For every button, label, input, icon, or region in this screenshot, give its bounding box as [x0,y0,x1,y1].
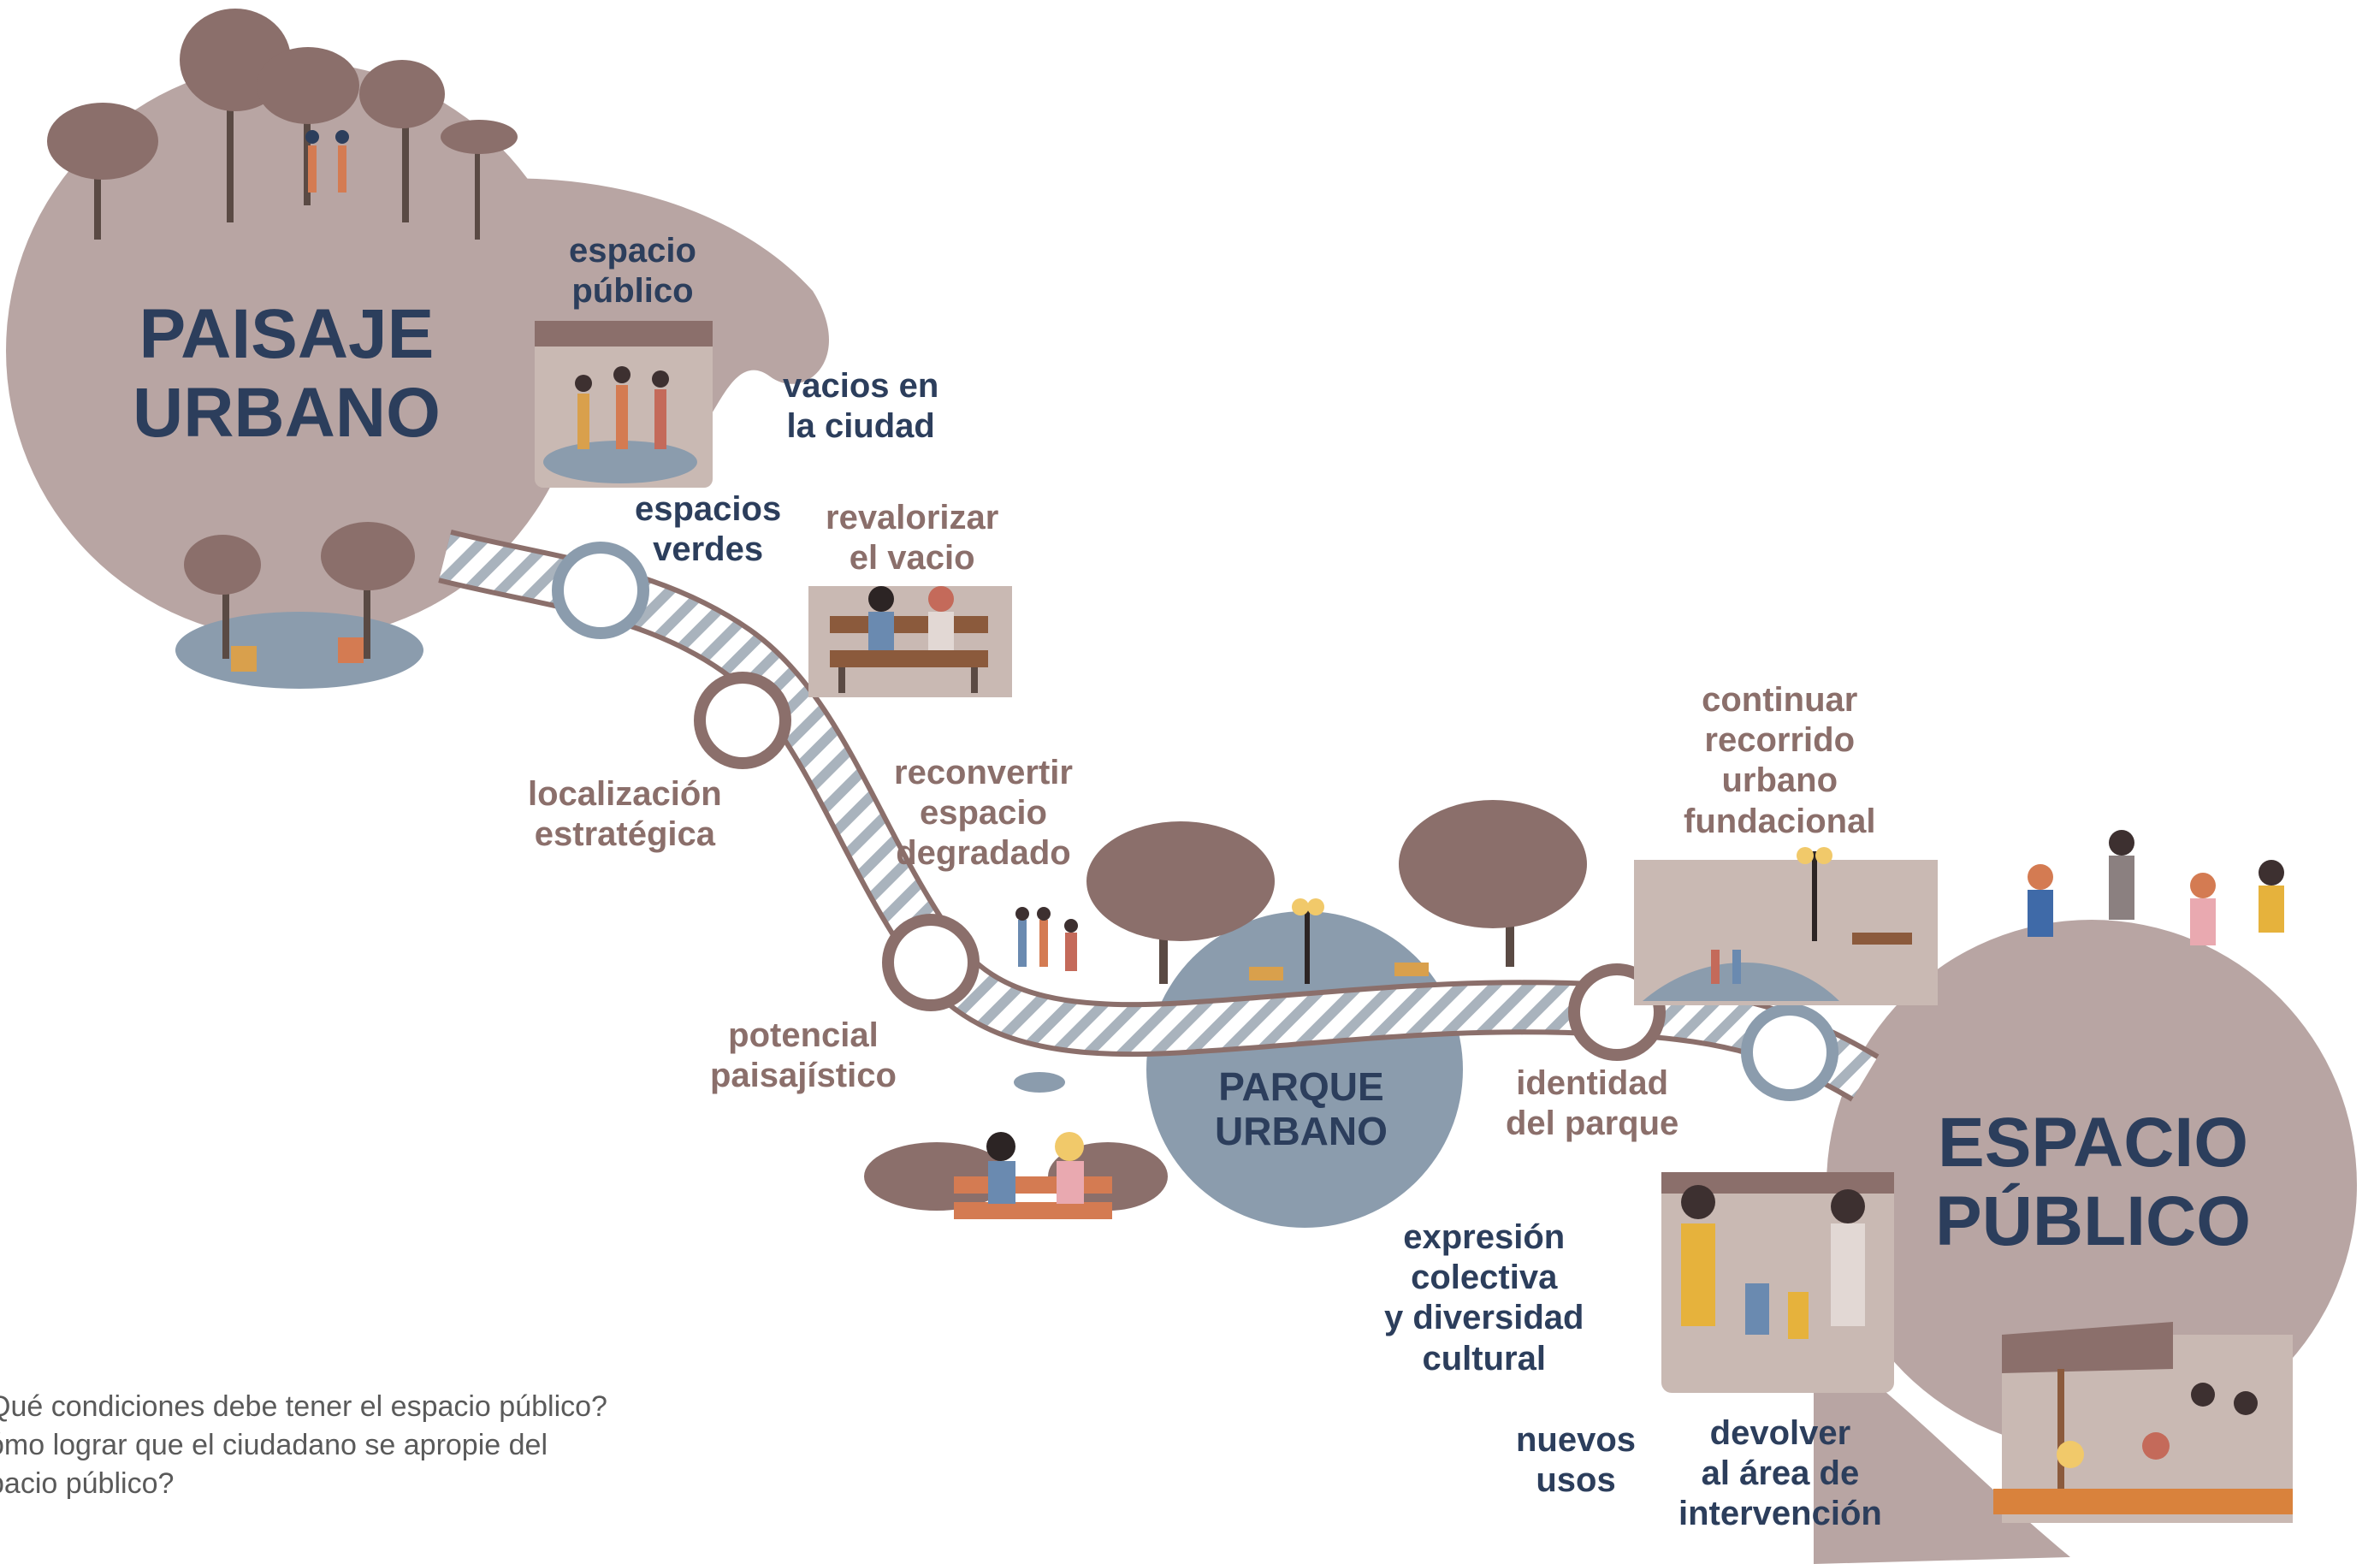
label-identidad: identidad del parque [1506,1064,1679,1143]
label-espacios-verdes: espacios verdes [635,490,782,569]
region-title-line: URBANO [1215,1108,1388,1153]
label-revalorizar: revalorizar el vacio [826,499,999,578]
region-espacio-publico: ESPACIO PÚBLICO [1935,1104,2251,1261]
bench-couple-icon [808,586,1012,697]
guiding-questions: Qué condiciones debe tener el espacio pú… [0,1388,607,1503]
bench-readers-icon [864,1072,1168,1219]
label-continuar: continuar recorrido urbano fundacional [1684,681,1876,840]
label-localizacion: localización estratégica [528,775,722,854]
jumping-people-icon [2028,830,2284,945]
node-2 [694,672,791,769]
label-devolver: devolver al área de intervención [1678,1414,1882,1533]
label-potencial: potencial paisajístico [710,1016,897,1095]
family-icon [1661,1172,1894,1393]
path-nodes [552,542,1838,1101]
question-line: Qué condiciones debe tener el espacio pú… [0,1390,607,1423]
region-parque-urbano: PARQUE URBANO [1215,1064,1388,1153]
label-nuevos-usos: nuevos usos [1516,1421,1637,1500]
region-title-line: ESPACIO [1938,1104,2248,1182]
hikers-icon [535,321,713,488]
park-lamp-icon [1634,847,1938,1005]
label-expresion-colectiva: expresión colectiva y diversidad cultura… [1384,1218,1584,1377]
joggers-icon [1015,907,1078,971]
pergola-icon [1993,1322,2293,1523]
region-title-line: PÚBLICO [1935,1182,2251,1260]
region-title-line: PAISAJE [139,295,435,373]
forest-icon [47,9,518,240]
label-espacio-publico: espacio público [569,232,696,311]
park-trees-icon [1086,800,1587,984]
region-title-line: PARQUE [1218,1064,1384,1109]
node-1 [552,542,649,639]
node-3 [882,914,980,1011]
picnic-icon [175,522,423,689]
region-paisaje-urbano: PAISAJE URBANO [133,295,441,453]
label-reconvertir: reconvertir espacio degradado [894,754,1073,873]
question-line: ómo lograr que el ciudadano se apropie d… [0,1428,548,1461]
region-title-line: URBANO [133,373,441,452]
node-5 [1741,1004,1838,1101]
label-vacios-ciudad: vacios en la ciudad [783,367,939,446]
question-line: pacio público? [0,1466,175,1500]
